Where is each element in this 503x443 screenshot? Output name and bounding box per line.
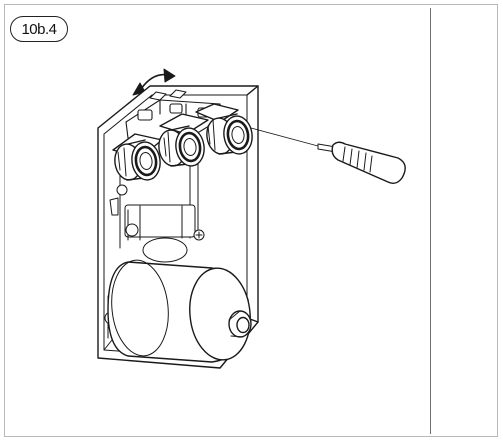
- cartridge-middle: [158, 113, 209, 167]
- screwdriver-icon: [250, 127, 406, 185]
- cartridge-right: [195, 103, 253, 155]
- body-details: [104, 184, 205, 339]
- column-divider: [430, 8, 431, 434]
- step-label: 10b.4: [21, 20, 57, 38]
- step-badge: 10b.4: [10, 16, 68, 42]
- cartridge-left: [112, 133, 163, 181]
- page-frame: [4, 4, 498, 437]
- rotate-arrow-icon: [132, 68, 176, 96]
- thermostat-cylinder: [107, 259, 252, 363]
